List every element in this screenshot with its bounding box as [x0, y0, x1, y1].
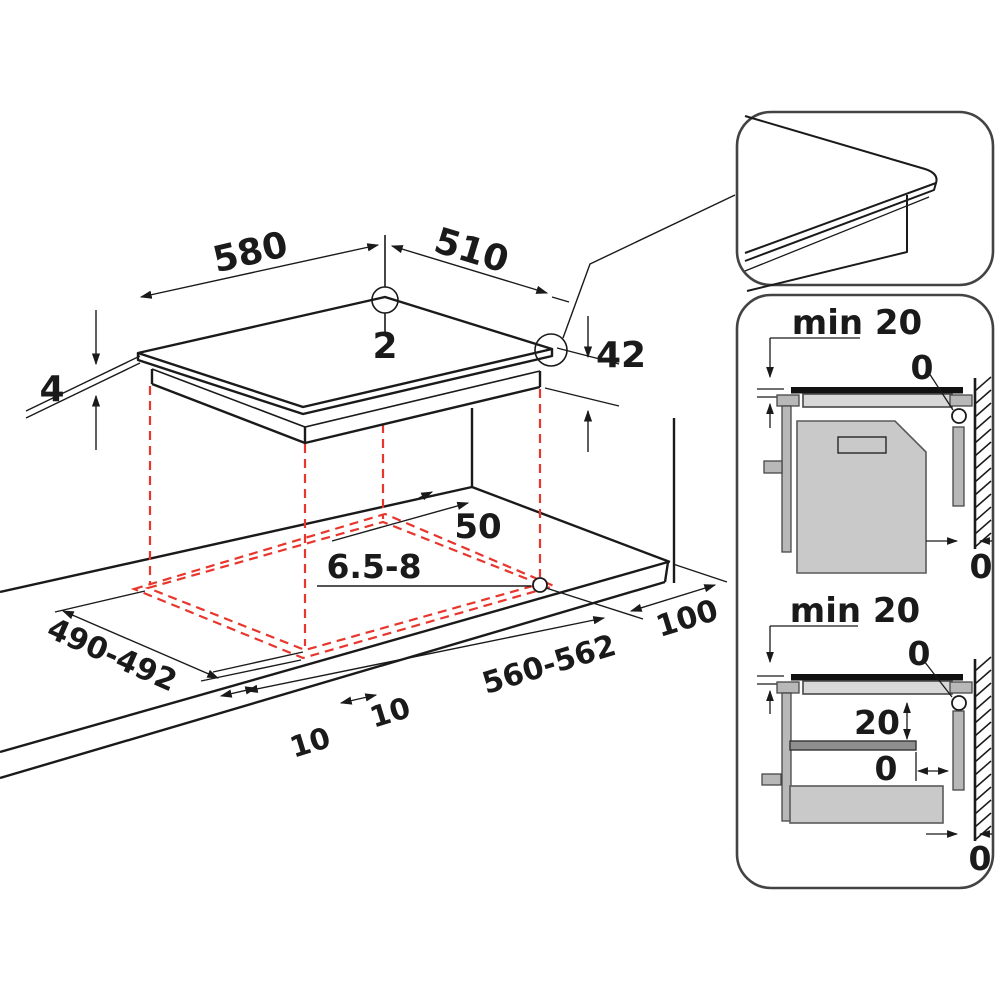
- support-left: [781, 405, 792, 553]
- min-gap-label: min 20: [790, 591, 920, 631]
- countertop: [0, 408, 676, 780]
- zero-mid-label: 0: [875, 749, 898, 788]
- dim-cutout-depth-label: 490-492: [42, 611, 182, 699]
- dim-width-label: 580: [209, 224, 291, 281]
- dim-margins: [219, 686, 378, 705]
- edge-marker: [951, 408, 967, 424]
- dim-body-height: [544, 316, 620, 452]
- clip-left: [776, 394, 800, 407]
- zero-top-label: 0: [911, 348, 934, 387]
- worktop-bar: [802, 680, 953, 695]
- dim-rear-clearance-label: 50: [454, 507, 501, 547]
- dim-width: [139, 235, 399, 336]
- wall-hatching: [974, 376, 992, 548]
- shelf-gap-label: 20: [854, 703, 900, 742]
- support-left: [781, 692, 792, 822]
- min-gap-label: min 20: [792, 303, 922, 343]
- hob-bar: [791, 674, 963, 681]
- center-mark-label: 2: [372, 326, 397, 367]
- rear-spacer: [952, 426, 965, 507]
- fixing-hole: [532, 577, 548, 593]
- worktop-bar: [802, 393, 953, 408]
- dim-glass-thickness: [25, 310, 141, 450]
- dim-margin-right-label: 10: [366, 690, 415, 734]
- hob-body: [136, 295, 554, 445]
- oven-body: [796, 420, 927, 574]
- dim-hole-label: 6.5-8: [326, 547, 421, 586]
- zero-top-label: 0: [908, 634, 931, 673]
- zero-bottom-label: 0: [969, 839, 992, 878]
- clip-right: [949, 394, 973, 407]
- dim-rear-clearance: [331, 491, 470, 542]
- dim-margin-left-label: 10: [286, 720, 335, 764]
- dim-depth-label: 510: [429, 220, 513, 281]
- wall-hatching: [974, 656, 992, 841]
- drawer-body: [789, 785, 944, 824]
- install-view-oven: min 20 0 0: [757, 303, 992, 586]
- dim-glass-thickness-label: 4: [39, 369, 64, 410]
- rear-spacer: [952, 710, 965, 791]
- dim-depth: [390, 245, 570, 303]
- shelf: [789, 740, 917, 751]
- detail-callout-line: [562, 194, 736, 339]
- edge-marker: [951, 695, 967, 711]
- corner-detail-panel: [735, 110, 995, 292]
- install-view-drawer: min 20 0 20 0 0: [757, 591, 992, 878]
- hob-bar: [791, 387, 963, 394]
- support-tab: [761, 773, 782, 786]
- support-tab: [763, 460, 783, 474]
- clip-left: [776, 681, 800, 694]
- dim-cutout-width: [200, 563, 728, 693]
- oven-vent: [837, 436, 887, 454]
- clip-right: [949, 681, 973, 694]
- dim-cutout-depth: [54, 590, 220, 679]
- zero-bottom-label: 0: [970, 547, 993, 586]
- dim-body-height-label: 42: [596, 335, 646, 376]
